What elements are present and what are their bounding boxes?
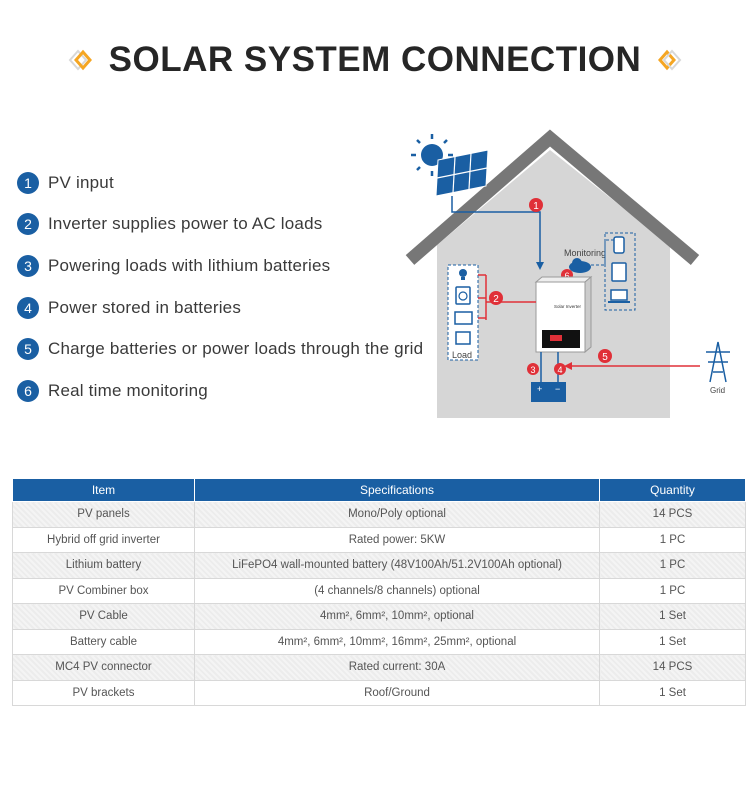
marker-5 [598,349,612,363]
column-header-qty: Quantity [599,478,746,502]
load-label: Load [452,350,472,360]
step-number: 2 [17,213,39,236]
cell-spec: LiFePO4 wall-mounted battery (48V100Ah/5… [194,552,600,579]
svg-text:6: 6 [564,271,569,281]
cell-item: MC4 PV connector [12,654,195,681]
step-label: Real time monitoring [48,380,208,400]
svg-text:3: 3 [530,365,535,375]
step-number: 3 [17,254,39,277]
step-item: 2 Inverter supplies power to AC loads [17,204,457,246]
page-title-bar: SOLAR SYSTEM CONNECTION [0,40,750,80]
cell-qty: 1 PC [599,577,746,604]
monitoring-label: Monitoring [564,248,606,258]
cell-spec: Roof/Ground [194,679,600,706]
cell-spec: Rated current: 30A [194,654,600,681]
cell-qty: 1 Set [599,603,746,630]
step-label: Powering loads with lithium batteries [48,255,331,275]
table-row: PV Combiner box(4 channels/8 channels) o… [12,577,746,604]
step-label: PV input [48,172,114,192]
step-label: Charge batteries or power loads through … [48,339,424,359]
svg-text:1: 1 [533,201,539,212]
grid-label: Grid [710,386,725,395]
cloud-icon [569,258,591,273]
socket-icon [455,331,471,345]
svg-text:−: − [555,384,560,394]
page-title: SOLAR SYSTEM CONNECTION [108,40,642,79]
step-item: 5 Charge batteries or power loads through… [17,328,457,370]
cell-spec: (4 channels/8 channels) optional [194,577,600,604]
washer-icon [455,286,471,305]
cell-item: PV Combiner box [12,577,195,604]
svg-text:2: 2 [493,294,499,305]
pv-line [451,196,541,268]
battery-icon [531,382,566,402]
step-item: 6 Real time monitoring [17,370,457,412]
cell-qty: 1 PC [599,552,746,579]
phone-icon [613,236,625,254]
laptop-icon [610,289,628,301]
connection-diagram: 1 Monitoring 6 Solar Inverter Load 2 + − [405,129,730,418]
cell-item: PV Cable [12,603,195,630]
cell-qty: 1 PC [599,526,746,553]
step-item: 3 Powering loads with lithium batteries [17,245,457,287]
cell-item: Lithium battery [12,552,195,579]
steps-list: 1 PV input 2 Inverter supplies power to AC… [17,162,457,412]
diamond-right-icon [657,49,682,71]
cell-spec: Mono/Poly optional [194,501,600,528]
cell-qty: 1 Set [599,628,746,655]
grid-pylon-icon [706,341,730,383]
cell-item: PV panels [12,501,195,528]
tablet-icon [611,262,627,282]
step-number: 6 [17,379,39,402]
table-header-row: Item Specifications Quantity [12,478,746,502]
marker-1 [529,198,543,212]
marker-2 [489,291,503,305]
marker-4 [554,363,566,375]
step-label: Inverter supplies power to AC loads [48,214,323,234]
cell-item: PV brackets [12,679,195,706]
bulb-icon [459,269,467,280]
svg-text:4: 4 [557,365,562,375]
svg-text:5: 5 [602,352,608,363]
step-item: 1 PV input [17,162,457,204]
step-item: 4 Power stored in batteries [17,287,457,329]
house-roof [405,129,700,265]
cell-spec: 4mm², 6mm², 10mm², optional [194,603,600,630]
cell-qty: 14 PCS [599,654,746,681]
monitoring-devices-box [604,232,636,311]
step-label: Power stored in batteries [48,297,242,317]
cell-spec: 4mm², 6mm², 10mm², 16mm², 25mm², optiona… [194,628,600,655]
inverter-icon: Solar Inverter [534,275,593,354]
cell-qty: 14 PCS [599,501,746,528]
diamond-left-icon [68,49,93,71]
step-number: 1 [17,171,39,194]
marker-3 [527,363,539,375]
cell-qty: 1 Set [599,679,746,706]
svg-text:+: + [537,384,542,394]
column-header-spec: Specifications [194,478,600,502]
monitor-icon [454,311,473,325]
step-number: 5 [17,338,39,361]
solar-panel-icon [435,149,489,197]
step-number: 4 [17,296,39,319]
cell-spec: Rated power: 5KW [194,526,600,553]
cell-item: Hybrid off grid inverter [12,526,195,553]
column-header-item: Item [12,478,195,502]
cell-item: Battery cable [12,628,195,655]
inverter-brand: Solar Inverter [554,304,582,309]
